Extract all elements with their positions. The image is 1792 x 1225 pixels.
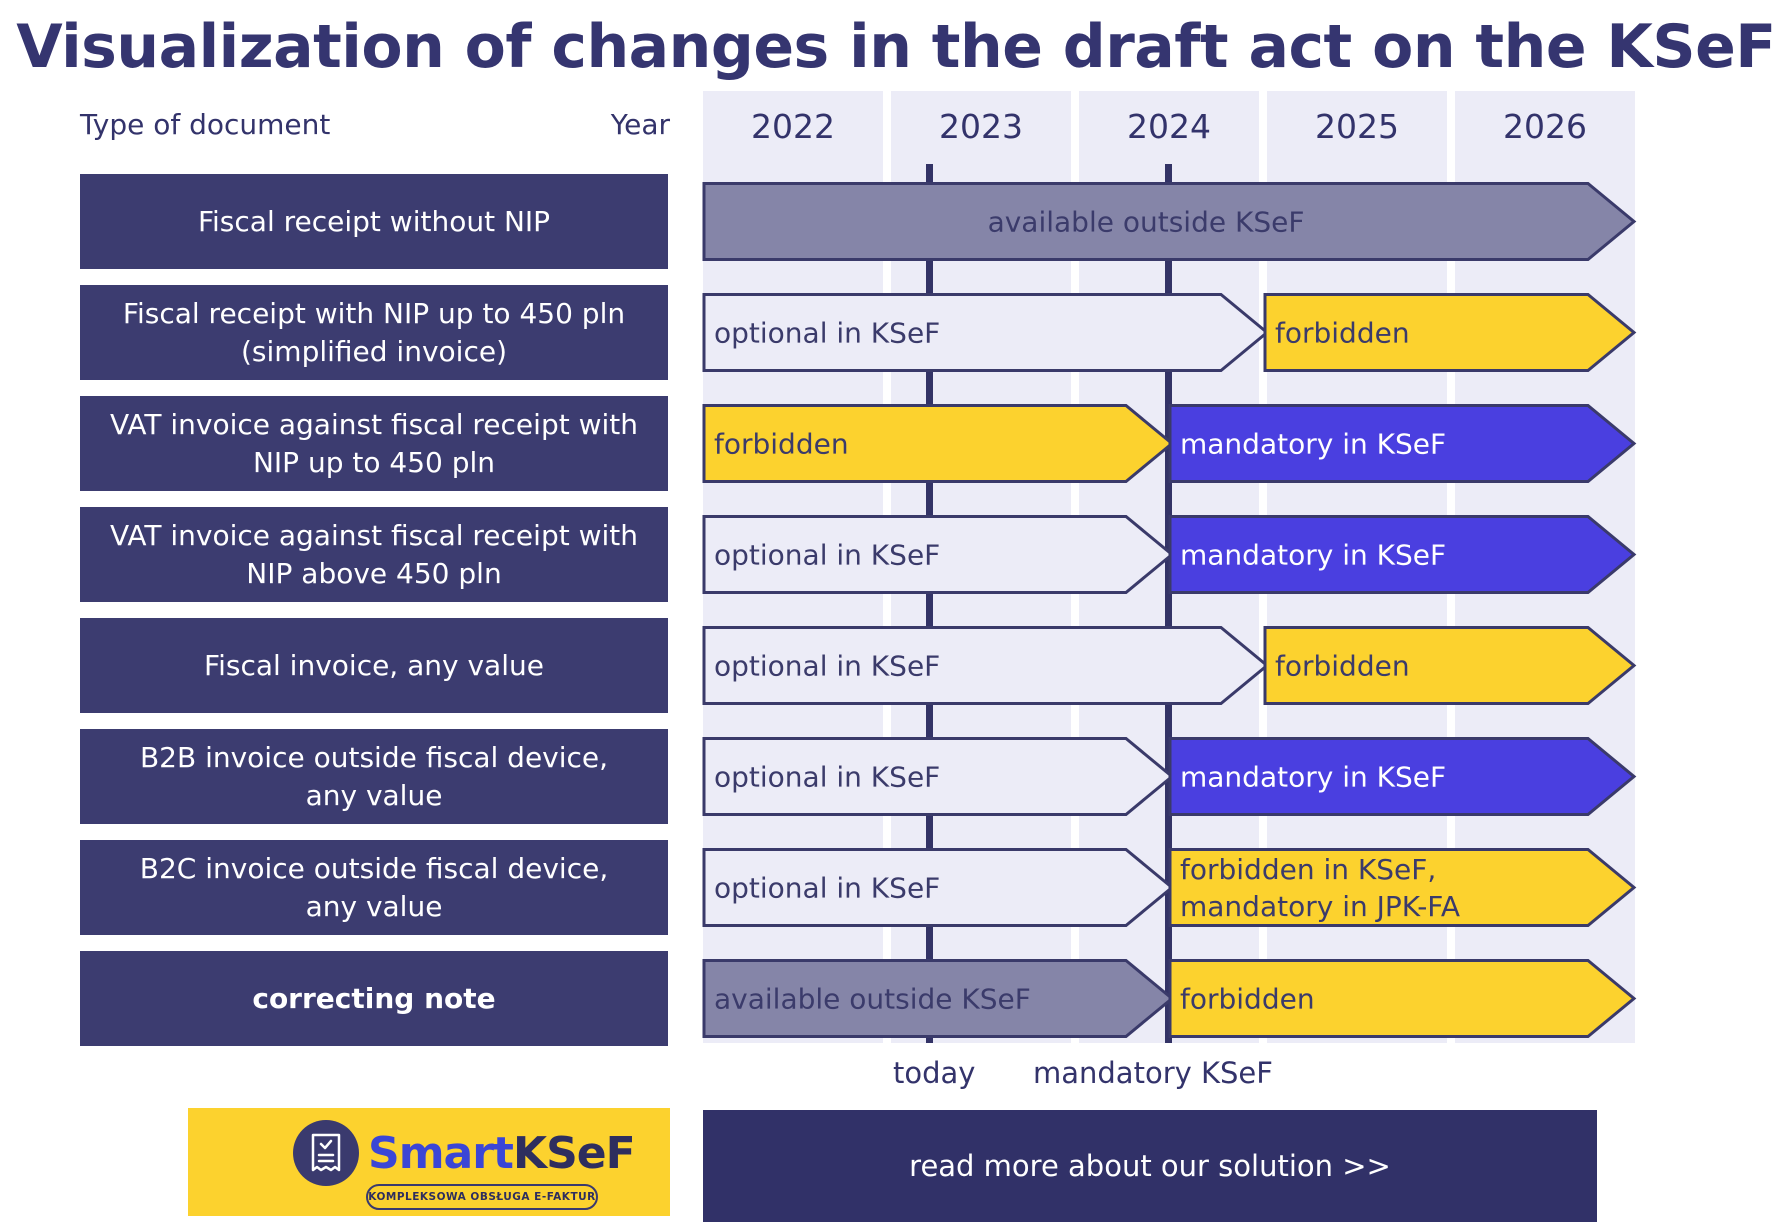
document-type-box: VAT invoice against fiscal receipt with … xyxy=(80,507,668,602)
document-type-label: correcting note xyxy=(252,981,496,1015)
marker-line-today xyxy=(926,164,933,1043)
document-type-box: Fiscal invoice, any value xyxy=(80,618,668,713)
status-arrow-label: forbidden xyxy=(1275,317,1410,350)
document-type-label: Fiscal invoice, any value xyxy=(204,648,544,682)
logo-word-ksef: KSeF xyxy=(512,1128,636,1179)
smartksef-logo[interactable]: SmartKSeF KOMPLEKSOWA OBSŁUGA E-FAKTUR xyxy=(188,1108,670,1216)
status-arrow-optional: optional in KSeF xyxy=(702,848,1175,927)
status-arrow-label: mandatory in KSeF xyxy=(1180,428,1446,461)
status-arrow-mandatory: mandatory in KSeF xyxy=(1168,515,1637,594)
column-header-type: Type of document xyxy=(80,108,331,141)
status-arrow-label: optional in KSeF xyxy=(714,872,940,905)
page-title: Visualization of changes in the draft ac… xyxy=(16,12,1776,82)
status-arrow-label: mandatory in KSeF xyxy=(1180,539,1446,572)
receipt-icon xyxy=(293,1120,359,1186)
document-type-label: VAT invoice against fiscal receipt with … xyxy=(110,518,638,590)
status-arrow-label: optional in KSeF xyxy=(714,650,940,683)
status-arrow-label: optional in KSeF xyxy=(714,317,940,350)
document-type-label: Fiscal receipt without NIP xyxy=(197,204,551,238)
status-arrow-optional: optional in KSeF xyxy=(702,737,1175,816)
status-arrow-label: available outside KSeF xyxy=(714,983,1031,1016)
status-arrow-label: forbidden xyxy=(1180,983,1315,1016)
status-arrow-label: forbidden xyxy=(714,428,849,461)
status-arrow-label: forbidden xyxy=(1275,650,1410,683)
status-arrow-available: available outside KSeF xyxy=(702,959,1175,1038)
status-arrow-available: available outside KSeF xyxy=(702,182,1637,261)
document-type-label: B2B invoice outside fiscal device, any v… xyxy=(139,740,609,812)
status-arrow-forbidden: forbidden xyxy=(1263,626,1637,705)
logo-word-smart: Smart xyxy=(368,1128,514,1179)
status-arrow-optional: optional in KSeF xyxy=(702,515,1175,594)
year-label-2024: 2024 xyxy=(1127,107,1211,146)
status-arrow-forbidden: forbidden xyxy=(1263,293,1637,372)
status-arrow-mandatory: mandatory in KSeF xyxy=(1168,737,1637,816)
status-arrow-label: optional in KSeF xyxy=(714,539,940,572)
document-type-box: Fiscal receipt without NIP xyxy=(80,174,668,269)
year-label-2023: 2023 xyxy=(939,107,1023,146)
logo-wordmark: SmartKSeF xyxy=(368,1128,636,1179)
column-header-year: Year xyxy=(610,108,670,141)
marker-line-mandatory xyxy=(1165,164,1172,1043)
marker-label-today: today xyxy=(893,1056,976,1090)
status-arrow-optional: optional in KSeF xyxy=(702,293,1270,372)
document-type-label: VAT invoice against fiscal receipt with … xyxy=(110,407,638,479)
document-type-label: B2C invoice outside fiscal device, any v… xyxy=(139,851,609,923)
status-arrow-forbidden: forbidden xyxy=(1168,959,1637,1038)
document-type-box: Fiscal receipt with NIP up to 450 pln (s… xyxy=(80,285,668,380)
status-arrow-mandatory: mandatory in KSeF xyxy=(1168,404,1637,483)
status-arrow-label: optional in KSeF xyxy=(714,761,940,794)
document-type-box: B2B invoice outside fiscal device, any v… xyxy=(80,729,668,824)
status-arrow-label: mandatory in JPK-FA xyxy=(1180,890,1460,923)
year-label-2025: 2025 xyxy=(1315,107,1399,146)
year-label-2026: 2026 xyxy=(1503,107,1587,146)
document-type-box: VAT invoice against fiscal receipt with … xyxy=(80,396,668,491)
status-arrow-optional: optional in KSeF xyxy=(702,626,1270,705)
status-arrow-label: forbidden in KSeF, xyxy=(1180,853,1436,886)
document-type-box: B2C invoice outside fiscal device, any v… xyxy=(80,840,668,935)
document-type-label: Fiscal receipt with NIP up to 450 pln (s… xyxy=(122,296,626,368)
status-arrow-forbidden: forbidden xyxy=(702,404,1175,483)
document-type-box: correcting note xyxy=(80,951,668,1046)
read-more-button[interactable]: read more about our solution >> xyxy=(703,1110,1597,1222)
year-label-2022: 2022 xyxy=(751,107,835,146)
logo-tagline: KOMPLEKSOWA OBSŁUGA E-FAKTUR xyxy=(366,1184,598,1210)
status-arrow-label: available outside KSeF xyxy=(988,206,1305,239)
status-arrow-label: mandatory in KSeF xyxy=(1180,761,1446,794)
status-arrow-forbidden: forbidden in KSeF, mandatory in JPK-FA xyxy=(1168,848,1637,927)
marker-label-mandatory: mandatory KSeF xyxy=(1033,1056,1273,1090)
